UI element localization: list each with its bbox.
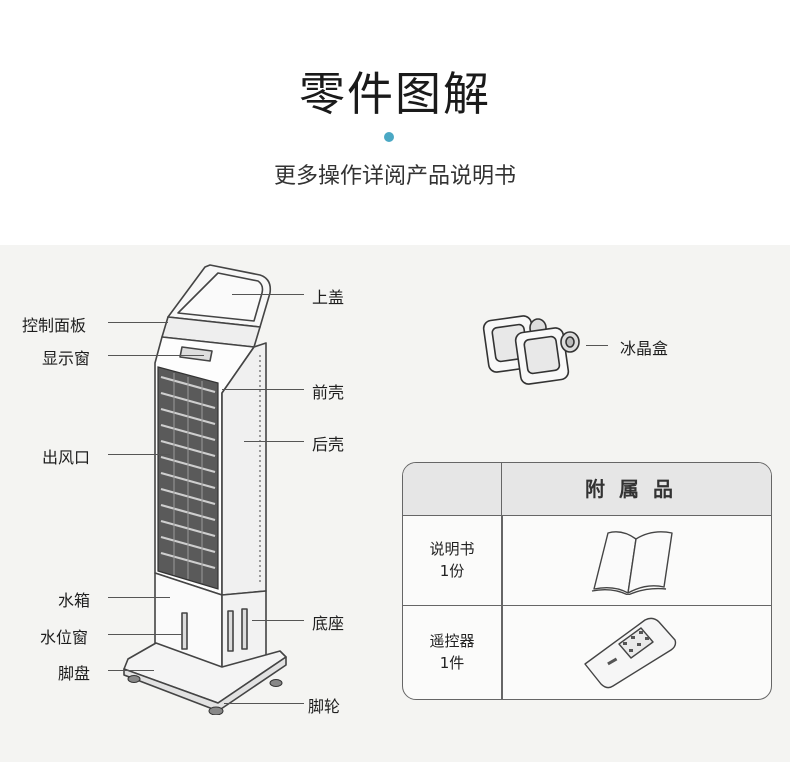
label-display-window: 显示窗 bbox=[42, 349, 91, 368]
accessory-name: 遥控器 bbox=[429, 632, 475, 650]
leader-line-base bbox=[252, 620, 304, 621]
air-cooler-illustration bbox=[123, 264, 287, 715]
label-foot-plate: 脚盘 bbox=[58, 664, 91, 683]
leader-line-foot-plate bbox=[108, 670, 154, 671]
ice-crystal-box-illustration bbox=[482, 315, 580, 385]
page-title: 零件图解 bbox=[299, 67, 491, 121]
accessory-qty: 1份 bbox=[439, 562, 465, 580]
label-air-outlet: 出风口 bbox=[42, 448, 91, 467]
label-casters: 脚轮 bbox=[308, 697, 341, 716]
accessory-name: 说明书 bbox=[429, 540, 475, 558]
leader-line-water-tank bbox=[108, 597, 170, 598]
leader-line-front-shell bbox=[222, 389, 304, 390]
accessories-title: 附属品 bbox=[585, 477, 687, 501]
leader-line-casters bbox=[224, 703, 304, 704]
page-subtitle: 更多操作详阅产品说明书 bbox=[273, 164, 516, 189]
leader-line-rear-shell bbox=[244, 441, 304, 442]
remote-control-icon bbox=[584, 617, 677, 689]
label-top-cover: 上盖 bbox=[312, 288, 345, 307]
label-base: 底座 bbox=[312, 614, 345, 633]
manual-book-icon bbox=[591, 531, 673, 595]
leader-line-top-cover bbox=[232, 294, 304, 295]
label-control-panel: 控制面板 bbox=[22, 316, 87, 335]
leader-line-air-outlet bbox=[108, 454, 170, 455]
leader-line-display-window bbox=[108, 355, 204, 356]
label-water-tank: 水箱 bbox=[58, 591, 91, 610]
leader-line-control-panel bbox=[108, 322, 168, 323]
leader-line-ice-box bbox=[586, 345, 608, 346]
label-water-level-window: 水位窗 bbox=[40, 628, 89, 647]
label-ice-crystal-box: 冰晶盒 bbox=[620, 339, 669, 358]
label-rear-shell: 后壳 bbox=[312, 435, 345, 454]
accent-dot bbox=[384, 132, 394, 142]
accessories-table: 附属品 说明书 1份 遥控器 1件 bbox=[402, 462, 772, 700]
accessory-row-remote: 遥控器 1件 bbox=[403, 605, 771, 699]
label-front-shell: 前壳 bbox=[312, 383, 345, 402]
leader-line-water-level-window bbox=[108, 634, 182, 635]
accessories-table-header: 附属品 bbox=[403, 463, 771, 516]
accessory-row-manual: 说明书 1份 bbox=[403, 515, 771, 605]
accessory-qty: 1件 bbox=[439, 654, 465, 672]
